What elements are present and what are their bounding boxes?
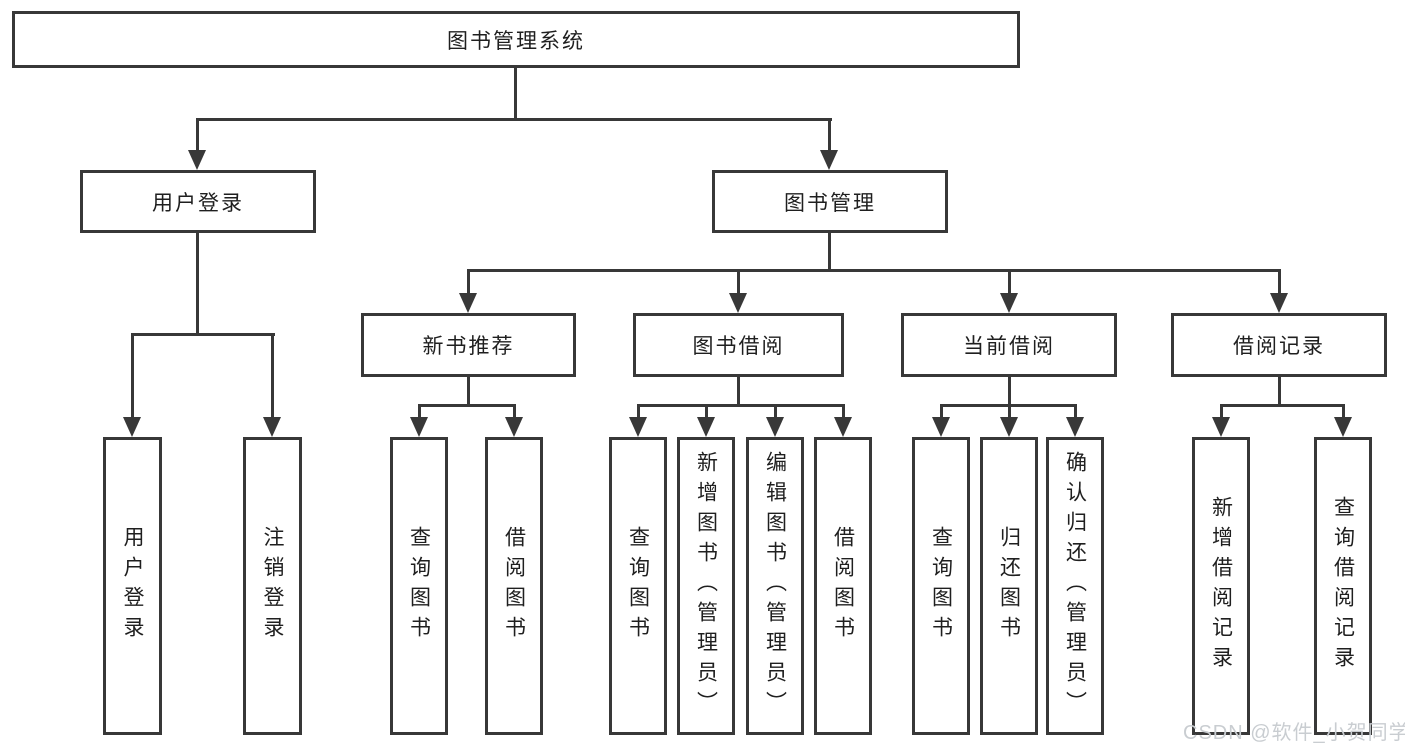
connector-user-login-stem: [196, 233, 199, 335]
arrow-down-icon: [123, 417, 141, 437]
arrow-down-icon: [188, 150, 206, 170]
connector-new-book-recommend-stem: [467, 377, 470, 406]
leaf-query-books-borrow: 查询图书: [609, 437, 667, 735]
node-user-login: 用户登录: [80, 170, 316, 233]
arrow-down-icon: [697, 417, 715, 437]
node-current-borrow-label: 当前借阅: [963, 335, 1055, 358]
leaf-query-borrow-record: 查询借阅记录: [1314, 437, 1372, 735]
arrow-down-icon: [410, 417, 428, 437]
node-borrow-records-label: 借阅记录: [1233, 335, 1325, 358]
arrow-down-icon: [459, 293, 477, 313]
arrow-down-icon: [932, 417, 950, 437]
connector-drop-borrow-records: [1278, 269, 1281, 295]
node-book-borrow: 图书借阅: [633, 313, 844, 377]
connector-drop-current-borrow: [1008, 269, 1011, 295]
connector-drop-leaf: [1220, 404, 1223, 419]
connector-drop-leaf: [513, 404, 516, 419]
arrow-down-icon: [505, 417, 523, 437]
node-book-management-label: 图书管理: [784, 191, 876, 215]
arrow-down-icon: [263, 417, 281, 437]
connector-user-login-bus: [131, 333, 275, 336]
leaf-add-borrow-record: 新增借阅记录: [1192, 437, 1250, 735]
arrow-down-icon: [1334, 417, 1352, 437]
node-new-book-recommend-label: 新书推荐: [422, 335, 515, 358]
node-root-label: 图书管理系统: [447, 29, 585, 53]
connector-drop-leaf: [1074, 404, 1077, 419]
connector-drop-user-login: [196, 118, 199, 152]
connector-drop-leaf: [774, 404, 777, 419]
arrow-down-icon: [1212, 417, 1230, 437]
leaf-confirm-return-admin: 确认归还（管理员）: [1046, 437, 1104, 735]
connector-drop-leaf: [418, 404, 421, 419]
connector-drop-book-borrow: [737, 269, 740, 295]
arrow-down-icon: [766, 417, 784, 437]
leaf-query-books-current: 查询图书: [912, 437, 970, 735]
leaf-query-books-recommend: 查询图书: [390, 437, 448, 735]
connector-drop-new-book-recommend: [467, 269, 470, 295]
node-user-login-label: 用户登录: [152, 191, 244, 215]
arrow-down-icon: [729, 293, 747, 313]
connector-book-management-bus: [467, 269, 1281, 272]
leaf-logout: 注销登录: [243, 437, 302, 735]
arrow-down-icon: [1066, 417, 1084, 437]
connector-drop-leaf: [1008, 404, 1011, 419]
arrow-down-icon: [629, 417, 647, 437]
arrow-down-icon: [1000, 293, 1018, 313]
connector-borrow-records-stem: [1278, 377, 1281, 406]
connector-borrow-records-bus: [1220, 404, 1345, 407]
leaf-borrow-books: 借阅图书: [814, 437, 872, 735]
connector-drop-leaf: [705, 404, 708, 419]
node-current-borrow: 当前借阅: [901, 313, 1117, 377]
connector-drop-book-management: [828, 118, 831, 152]
node-book-management: 图书管理: [712, 170, 948, 233]
connector-root-bus: [196, 118, 832, 121]
connector-current-borrow-stem: [1008, 377, 1011, 406]
arrow-down-icon: [834, 417, 852, 437]
leaf-borrow-books-recommend: 借阅图书: [485, 437, 543, 735]
node-new-book-recommend: 新书推荐: [361, 313, 576, 377]
arrow-down-icon: [820, 150, 838, 170]
leaf-add-books-admin: 新增图书（管理员）: [677, 437, 735, 735]
node-book-borrow-label: 图书借阅: [692, 335, 785, 358]
leaf-return-books: 归还图书: [980, 437, 1038, 735]
arrow-down-icon: [1270, 293, 1288, 313]
connector-new-book-recommend-bus: [418, 404, 516, 407]
leaf-user-login: 用户登录: [103, 437, 162, 735]
connector-drop-leaf: [940, 404, 943, 419]
arrow-down-icon: [1000, 417, 1018, 437]
connector-drop-leaf: [637, 404, 640, 419]
connector-book-management-stem: [828, 233, 831, 271]
leaf-edit-books-admin: 编辑图书（管理员）: [746, 437, 804, 735]
connector-drop-leaf: [1342, 404, 1345, 419]
connector-book-borrow-stem: [737, 377, 740, 406]
connector-drop-leaf: [842, 404, 845, 419]
connector-drop-leaf: [271, 333, 274, 419]
connector-book-borrow-bus: [637, 404, 845, 407]
connector-root-stem: [514, 68, 517, 120]
node-root: 图书管理系统: [12, 11, 1020, 68]
watermark: CSDN @软件_小贺同学: [1183, 722, 1405, 744]
node-borrow-records: 借阅记录: [1171, 313, 1387, 377]
connector-drop-leaf: [131, 333, 134, 419]
